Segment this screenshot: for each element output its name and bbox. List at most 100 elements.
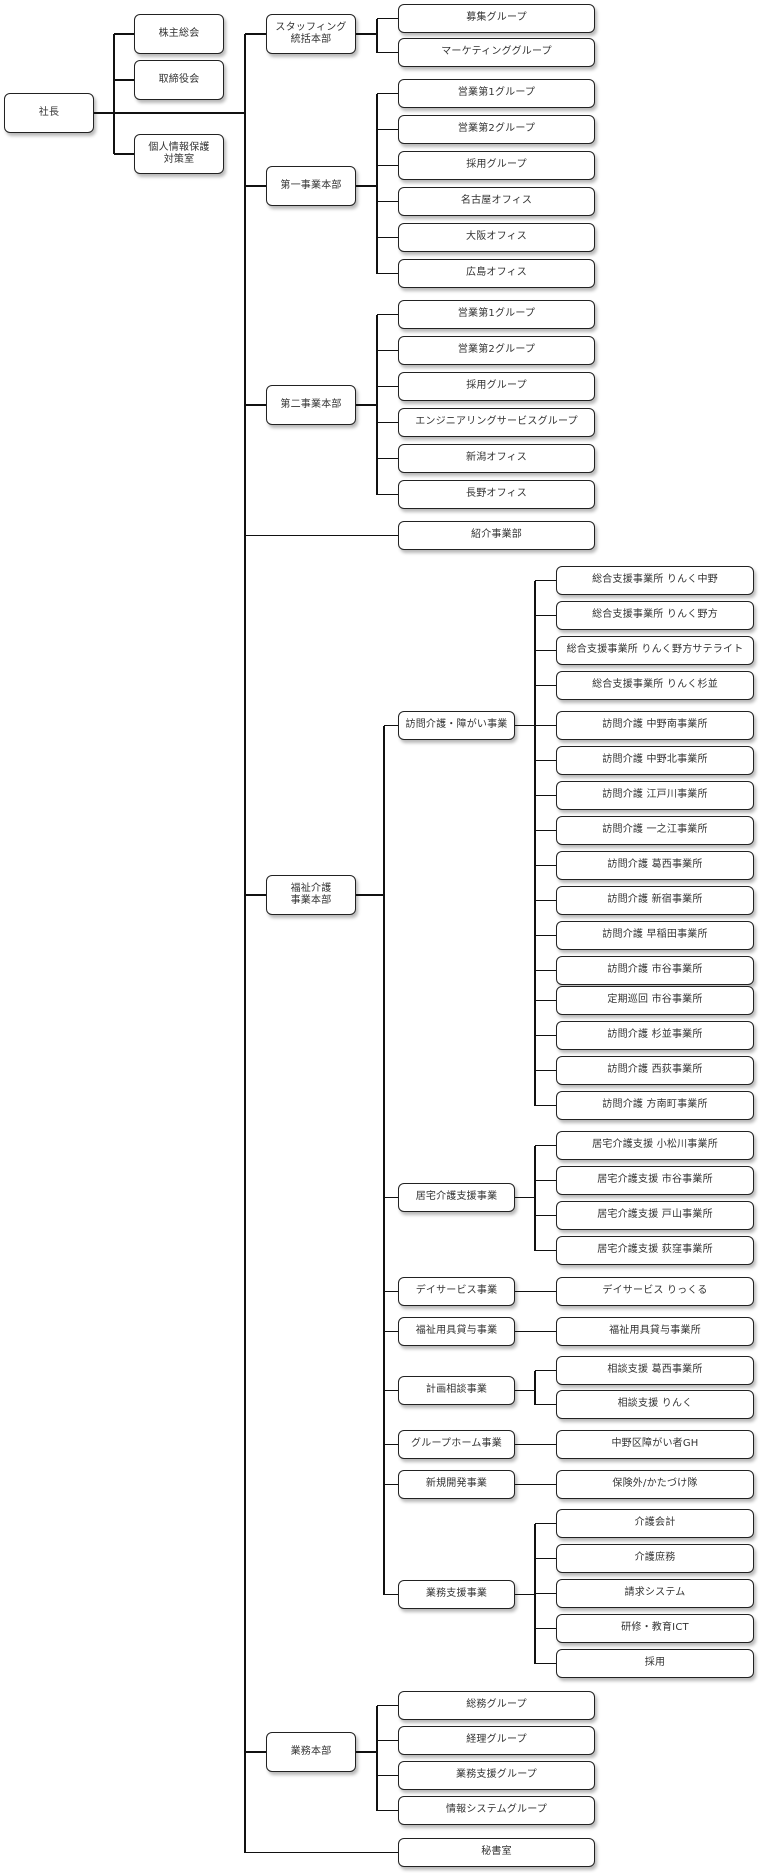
- connector-line: [534, 1145, 536, 1251]
- office-node-label: 採用: [644, 1657, 666, 1669]
- business-node-label: 新規開発事業: [425, 1478, 488, 1490]
- office-node: 訪問介護 中野南事業所: [556, 711, 754, 740]
- office-node-label: 相談支援 葛西事業所: [607, 1364, 703, 1376]
- group-node: 総務グループ: [398, 1691, 595, 1720]
- division-node-secretariat: 秘書室: [398, 1838, 595, 1867]
- connector-line: [245, 534, 398, 537]
- division-node-welfare-label: 福祉介護 事業本部: [290, 882, 332, 907]
- advisor-node-privacy-label: 個人情報保護 対策室: [148, 141, 210, 166]
- group-node: 採用グループ: [398, 372, 595, 401]
- connector-line: [244, 34, 246, 1853]
- office-node: 総合支援事業所 りんく野方: [556, 601, 754, 630]
- office-node-label: 訪問介護 西荻事業所: [607, 1064, 703, 1076]
- connector-line: [384, 1593, 398, 1596]
- division-node-operations: 業務本部: [266, 1732, 356, 1772]
- connector-line: [384, 1196, 398, 1199]
- connector-line: [377, 493, 398, 496]
- advisor-node-shareholders-label: 株主総会: [158, 27, 200, 39]
- office-node: 福祉用具貸与事業所: [556, 1317, 754, 1346]
- connector-line: [376, 1705, 378, 1811]
- connector-line: [377, 236, 398, 239]
- group-node-label: 採用グループ: [466, 159, 527, 171]
- connector-line: [515, 1196, 535, 1199]
- group-node: 長野オフィス: [398, 480, 595, 509]
- connector-line: [535, 684, 556, 687]
- connector-line: [114, 153, 134, 155]
- connector-line: [515, 1443, 556, 1446]
- president-node-label: 社長: [38, 106, 60, 118]
- office-node-label: 訪問介護 中野南事業所: [602, 719, 708, 731]
- office-node: 相談支援 りんく: [556, 1390, 754, 1419]
- connector-line: [535, 1627, 556, 1630]
- business-node: 訪問介護・障がい事業: [398, 711, 515, 740]
- office-node-label: 総合支援事業所 りんく野方サテライト: [566, 644, 744, 656]
- office-node-label: 居宅介護支援 戸山事業所: [597, 1209, 713, 1221]
- business-node: 新規開発事業: [398, 1470, 515, 1499]
- advisor-node-board: 取締役会: [134, 60, 224, 100]
- group-node: 営業第1グループ: [398, 79, 595, 108]
- office-node-label: デイサービス りっくる: [602, 1285, 708, 1297]
- group-node-label: 経理グループ: [466, 1734, 527, 1746]
- connector-line: [377, 17, 398, 20]
- office-node-label: 居宅介護支援 荻窪事業所: [597, 1244, 713, 1256]
- connector-line: [245, 1851, 398, 1854]
- office-node-label: 総合支援事業所 りんく中野: [592, 574, 718, 586]
- office-node: 訪問介護 江戸川事業所: [556, 781, 754, 810]
- connector-line: [535, 864, 556, 867]
- office-node-label: 福祉用具貸与事業所: [609, 1325, 701, 1337]
- connector-line: [356, 33, 377, 35]
- connector-line: [535, 1369, 556, 1372]
- office-node-label: 介護会計: [634, 1517, 676, 1529]
- connector-line: [535, 759, 556, 762]
- business-node: 計画相談事業: [398, 1376, 515, 1405]
- connector-line: [535, 649, 556, 652]
- connector-line: [377, 1809, 398, 1812]
- connector-line: [515, 1593, 535, 1596]
- group-node: エンジニアリングサービスグループ: [398, 408, 595, 437]
- division-node-div2: 第二事業本部: [266, 385, 356, 425]
- office-node: 訪問介護 新宿事業所: [556, 886, 754, 915]
- group-node-label: 営業第1グループ: [457, 87, 536, 99]
- office-node-label: 総合支援事業所 りんく野方: [592, 609, 718, 621]
- business-node: グループホーム事業: [398, 1430, 515, 1459]
- connector-line: [515, 1389, 535, 1392]
- group-node: マーケティンググループ: [398, 38, 595, 67]
- office-node: 訪問介護 西荻事業所: [556, 1056, 754, 1085]
- office-node: 請求システム: [556, 1579, 754, 1608]
- advisor-node-board-label: 取締役会: [158, 73, 200, 85]
- connector-line: [383, 725, 385, 1595]
- business-node-label: 業務支援事業: [425, 1588, 488, 1600]
- connector-line: [245, 1751, 266, 1753]
- office-node: 介護庶務: [556, 1544, 754, 1573]
- office-node-label: 介護庶務: [634, 1552, 676, 1564]
- office-node: 居宅介護支援 市谷事業所: [556, 1166, 754, 1195]
- connector-line: [377, 92, 398, 95]
- division-node-operations-label: 業務本部: [290, 1745, 332, 1757]
- office-node-label: 訪問介護 方南町事業所: [602, 1099, 708, 1111]
- connector-line: [534, 1370, 536, 1405]
- group-node: 採用グループ: [398, 151, 595, 180]
- division-node-secretariat-label: 秘書室: [481, 1846, 512, 1858]
- connector-line: [245, 185, 266, 187]
- group-node: 業務支援グループ: [398, 1761, 595, 1790]
- connector-line: [356, 1751, 377, 1753]
- connector-line: [356, 185, 377, 187]
- group-node-label: 採用グループ: [466, 380, 527, 392]
- group-node-label: 営業第2グループ: [457, 344, 536, 356]
- group-node: 募集グループ: [398, 4, 595, 33]
- connector-line: [535, 794, 556, 797]
- group-node: 名古屋オフィス: [398, 187, 595, 216]
- group-node-label: 営業第2グループ: [457, 123, 536, 135]
- connector-line: [534, 580, 536, 1106]
- group-node-label: 広島オフィス: [466, 267, 527, 279]
- division-node-referral: 紹介事業部: [398, 521, 595, 550]
- office-node: 定期巡回 市谷事業所: [556, 986, 754, 1015]
- connector-line: [113, 34, 115, 154]
- connector-line: [535, 614, 556, 617]
- office-node-label: 定期巡回 市谷事業所: [607, 994, 703, 1006]
- office-node-label: 請求システム: [624, 1587, 686, 1599]
- business-node-label: 居宅介護支援事業: [415, 1191, 498, 1203]
- business-node-label: グループホーム事業: [411, 1438, 502, 1450]
- group-node-label: エンジニアリングサービスグループ: [415, 416, 578, 428]
- office-node-label: 中野区障がい者GH: [611, 1438, 699, 1450]
